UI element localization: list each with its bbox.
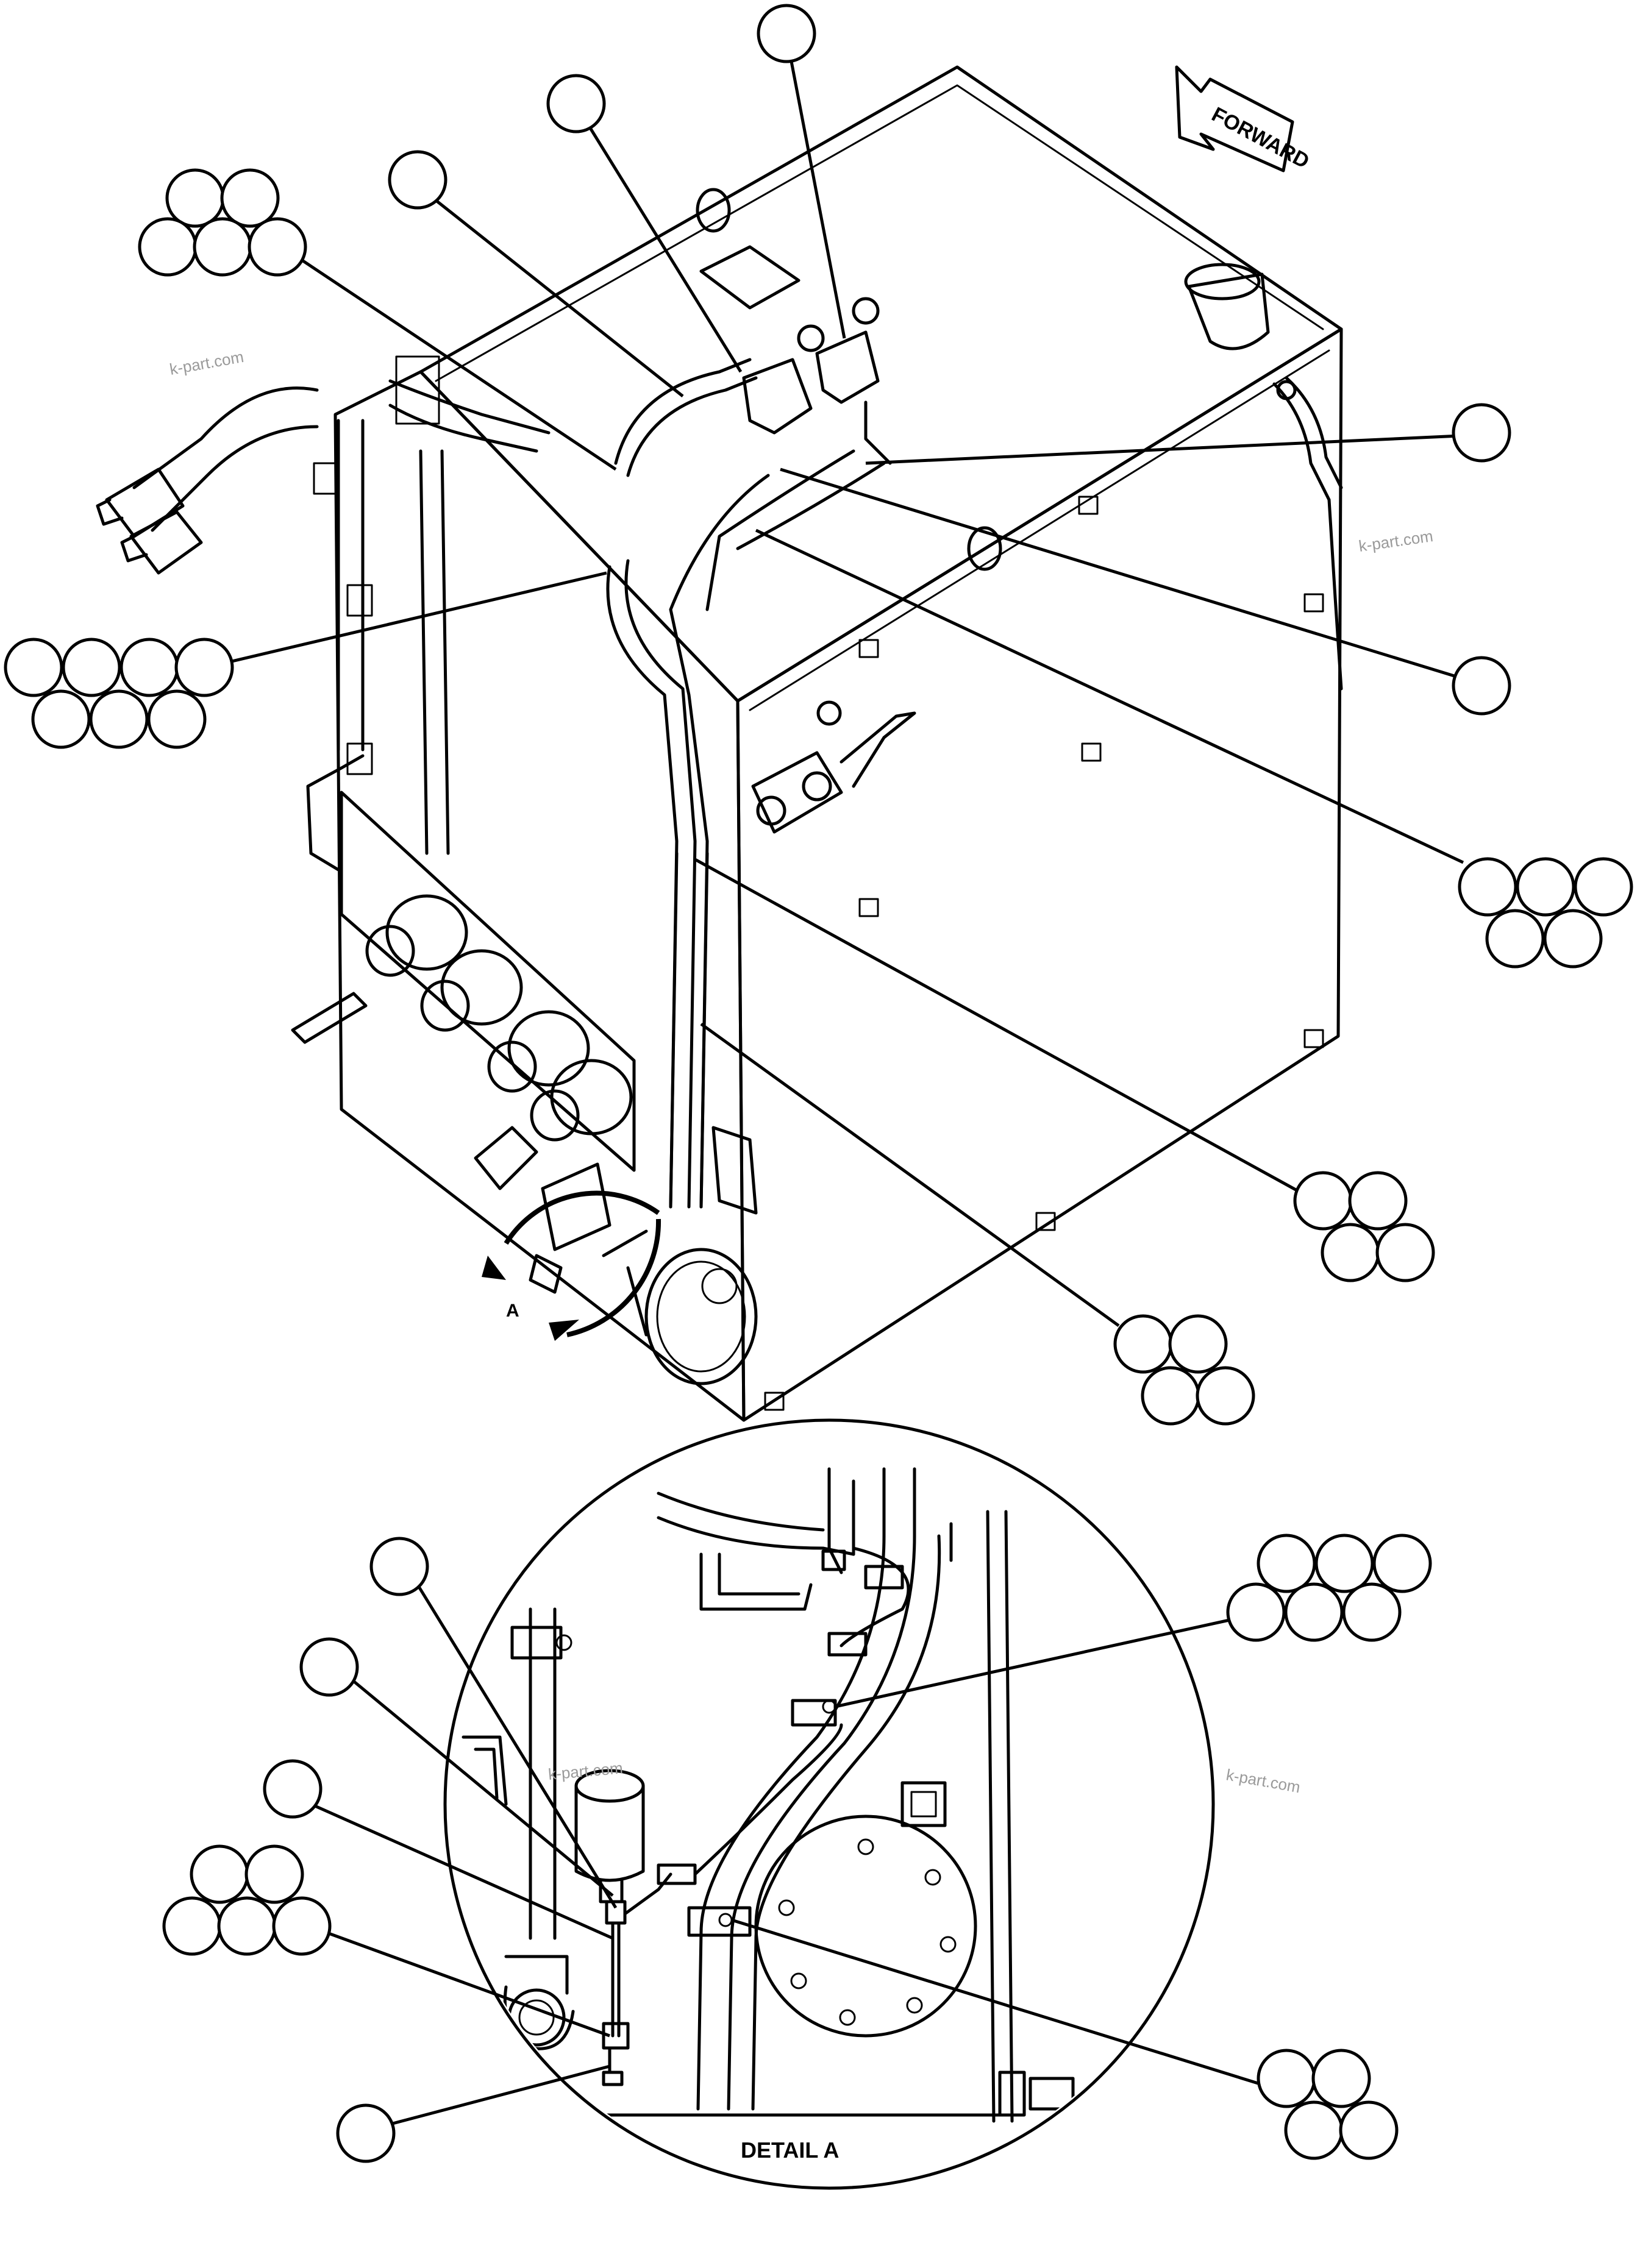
callout-bubble	[1339, 2100, 1399, 2160]
callout-bubble	[162, 1896, 222, 1956]
callout-bubble	[244, 1844, 304, 1904]
watermark-text: k-part.com	[1225, 1765, 1302, 1796]
callout-bubble	[1342, 1582, 1402, 1642]
callout-bubble	[369, 1537, 429, 1596]
callout-bubble	[299, 1637, 359, 1697]
callout-bubble	[1348, 1171, 1408, 1231]
callout-bubble	[1516, 857, 1575, 917]
callout-bubble	[1257, 1534, 1316, 1593]
callout-bubble	[1257, 2049, 1316, 2108]
callout-bubble	[1452, 656, 1511, 716]
callout-bubble	[546, 74, 606, 133]
detail-a-title: DETAIL A	[741, 2138, 839, 2163]
callout-bubble	[1458, 857, 1517, 917]
watermark-text: k-part.com	[547, 1758, 624, 1783]
callout-bubble	[1485, 909, 1545, 969]
callout-bubble	[757, 4, 816, 63]
callout-bubble	[272, 1896, 332, 1956]
callout-bubble	[1226, 1582, 1286, 1642]
callout-bubble	[1372, 1534, 1432, 1593]
watermarks: k-part.com k-part.com k-part.com k-part.…	[168, 347, 1435, 1796]
callout-bubble	[1311, 2049, 1371, 2108]
callout-bubble	[1196, 1366, 1255, 1426]
callout-bubble	[1321, 1223, 1380, 1282]
callout-bubble	[1314, 1534, 1374, 1593]
callout-bubble	[174, 638, 234, 697]
forward-arrow-icon: FORWARD	[1175, 65, 1313, 174]
callout-bubble	[1452, 403, 1511, 463]
callout-bubble	[1168, 1314, 1228, 1374]
callout-bubble	[217, 1896, 277, 1956]
callout-bubble	[193, 217, 252, 277]
callout-bubble	[1543, 909, 1603, 969]
callout-bubble	[336, 2103, 396, 2163]
callout-bubble	[1141, 1366, 1200, 1426]
callout-bubble	[31, 689, 91, 749]
callout-bubble	[4, 638, 63, 697]
callout-bubble	[220, 168, 280, 228]
view-a-label: A	[506, 1301, 519, 1321]
callout-bubble	[263, 1759, 323, 1819]
callout-bubbles	[4, 4, 1633, 2163]
callout-bubble	[388, 150, 447, 210]
callout-bubble	[1284, 2100, 1344, 2160]
callout-bubble	[138, 217, 198, 277]
callout-bubble	[1375, 1223, 1435, 1282]
detail-a: DETAIL A	[443, 1418, 1215, 2190]
callout-bubble	[1284, 1582, 1344, 1642]
callout-bubble	[165, 168, 225, 228]
watermark-text: k-part.com	[168, 347, 245, 379]
callout-bubble	[1293, 1171, 1353, 1231]
callout-bubble	[62, 638, 121, 697]
forward-label: FORWARD	[1208, 103, 1313, 174]
callout-bubble	[119, 638, 179, 697]
tank-assembly: A	[96, 65, 1343, 1422]
callout-bubble	[1113, 1314, 1173, 1374]
watermark-text: k-part.com	[1358, 527, 1435, 555]
callout-bubble	[1574, 857, 1633, 917]
callout-bubble	[190, 1844, 249, 1904]
leader-lines	[231, 51, 1467, 2126]
filter-group	[365, 894, 633, 1142]
callout-bubble	[147, 689, 207, 749]
callout-bubble	[248, 217, 307, 277]
callout-bubble	[89, 689, 149, 749]
